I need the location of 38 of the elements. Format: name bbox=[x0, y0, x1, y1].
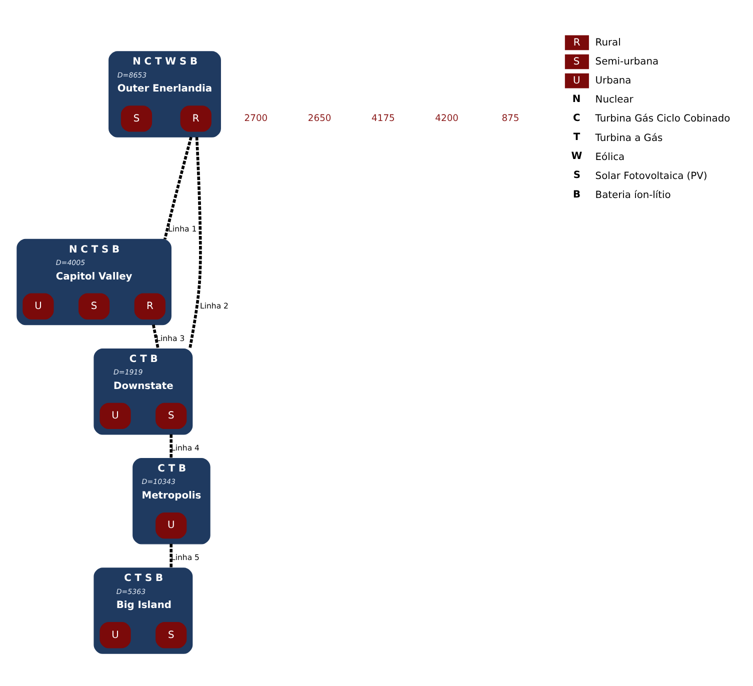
node-box: S bbox=[120, 105, 152, 132]
legend-label: Solar Fotovoltaica (PV) bbox=[595, 170, 708, 182]
label: C bbox=[573, 112, 580, 124]
label: S bbox=[573, 56, 580, 67]
label: 4200 bbox=[435, 112, 459, 124]
node-box: R bbox=[180, 105, 212, 132]
label: 875 bbox=[502, 112, 520, 124]
label: N bbox=[572, 93, 581, 104]
legend-label: Semi-urbana bbox=[595, 56, 659, 67]
legend-label: Turbina a Gás bbox=[595, 132, 663, 144]
label: 4175 bbox=[372, 112, 395, 124]
legend-label: Urbana bbox=[595, 74, 632, 86]
label: 2650 bbox=[308, 112, 332, 124]
label: R bbox=[573, 36, 580, 48]
node-box: U bbox=[156, 512, 187, 538]
label: 2700 bbox=[244, 112, 268, 124]
node-box: U bbox=[100, 402, 131, 429]
legend-label: Bateria íon-lítio bbox=[595, 190, 671, 200]
node-box: U bbox=[22, 292, 54, 319]
connector bbox=[170, 543, 173, 568]
label: T bbox=[573, 132, 580, 143]
connector bbox=[164, 136, 192, 240]
legend-label: Turbina Gás Ciclo Cobinado bbox=[595, 113, 730, 124]
legend-label: Rural bbox=[595, 36, 621, 48]
connector bbox=[152, 324, 160, 349]
label: B bbox=[573, 188, 581, 200]
node-box: S bbox=[78, 292, 110, 319]
connector bbox=[170, 434, 173, 458]
label: W bbox=[571, 150, 582, 162]
node-box: S bbox=[156, 622, 187, 648]
legend-label: Nuclear bbox=[595, 94, 634, 106]
node-box: R bbox=[134, 292, 166, 319]
label: S bbox=[573, 170, 581, 181]
node-box: S bbox=[156, 402, 187, 429]
connector bbox=[188, 136, 202, 349]
legend-label: Eólica bbox=[595, 151, 625, 162]
node-box: U bbox=[100, 622, 131, 648]
label: U bbox=[573, 74, 580, 86]
